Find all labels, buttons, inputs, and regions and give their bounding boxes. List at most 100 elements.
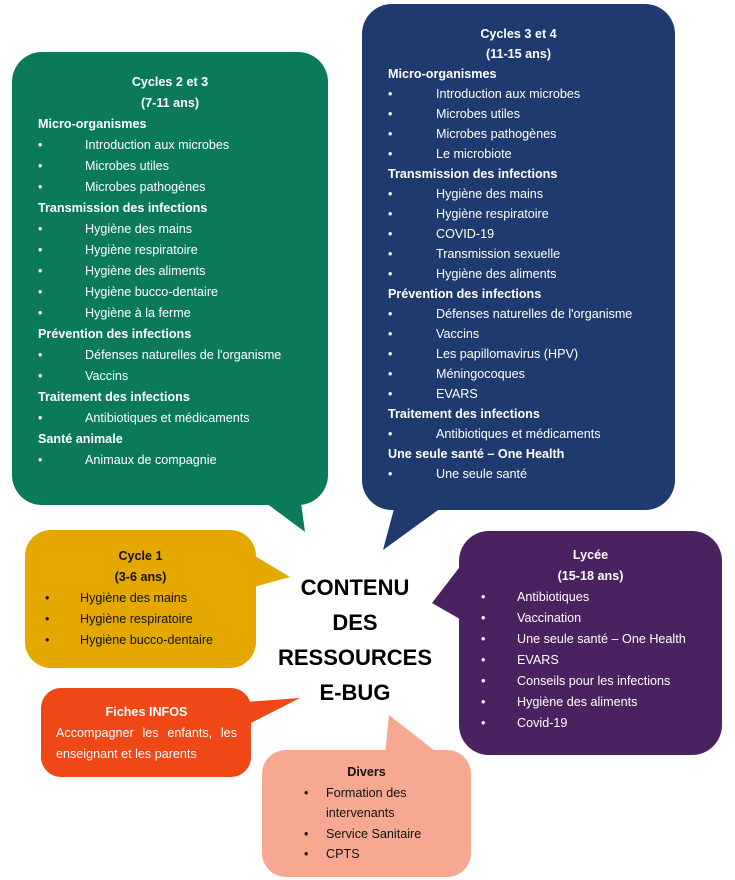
central-title: CONTENU DES RESSOURCES E-BUG: [270, 570, 440, 710]
list-item: •Vaccins: [38, 366, 328, 387]
center-line: CONTENU: [300, 575, 410, 600]
list-item: •Hygiène des aliments: [38, 261, 328, 282]
yellow-tail: [250, 553, 290, 588]
bullet-icon: •: [481, 674, 486, 688]
section-heading: Traitement des infections: [388, 407, 540, 421]
list-item: • EVARS: [481, 650, 722, 671]
list-item: • Antibiotiques: [481, 587, 722, 608]
list-item: •Microbes pathogènes: [388, 124, 675, 144]
bubble-title: Divers: [262, 762, 471, 783]
list-item: •Les papillomavirus (HPV): [388, 344, 675, 364]
section-heading: Micro-organismes: [38, 117, 147, 131]
list-item-text: Une seule santé: [436, 467, 528, 481]
list-item-text: Hygiène des mains: [80, 591, 188, 605]
bullet-icon: •: [38, 138, 43, 152]
list-item-text: Transmission sexuelle: [436, 247, 561, 261]
list-item: •Animaux de compagnie: [38, 450, 328, 471]
bullet-icon: •: [388, 387, 393, 401]
bullet-icon: •: [38, 369, 43, 383]
list-item: •Hygiène des aliments: [388, 264, 675, 284]
list-item-text: Microbes utiles: [85, 159, 169, 173]
center-line: DES: [332, 610, 378, 635]
list-item-text: Vaccins: [436, 327, 480, 341]
list-item: •Vaccins: [388, 324, 675, 344]
list-item-text: Hygiène des mains: [85, 222, 193, 236]
bullet-icon: •: [388, 267, 393, 281]
list-item: •Service Sanitaire: [304, 824, 471, 844]
section-heading: Transmission des infections: [388, 167, 558, 181]
list-item: •Hygiène respiratoire: [45, 609, 256, 630]
list-item-text: Méningocoques: [436, 367, 525, 381]
bullet-icon: •: [388, 427, 393, 441]
bullet-icon: •: [481, 653, 486, 667]
list-item: •Vaccination: [481, 608, 722, 629]
bullet-icon: •: [38, 159, 43, 173]
bullet-icon: •: [388, 147, 393, 161]
list-item: • Microbes utiles: [38, 156, 328, 177]
list-item-text: Microbes utiles: [436, 107, 520, 121]
list-item-text: Antibiotiques: [517, 590, 590, 604]
bullet-icon: •: [388, 207, 393, 221]
bullet-icon: •: [38, 411, 43, 425]
bullet-icon: •: [38, 243, 43, 257]
list-item-text: Microbes pathogènes: [85, 180, 206, 194]
bullet-icon: •: [45, 591, 50, 605]
navy-tail: [383, 505, 445, 550]
bullet-icon: •: [45, 612, 50, 626]
bubble-title: Cycle 1(3-6 ans): [25, 546, 256, 588]
bullet-icon: •: [481, 590, 486, 604]
list-item-text: Les papillomavirus (HPV): [436, 347, 579, 361]
list-item: •Défenses naturelles de l'organisme: [38, 345, 328, 366]
title-line: (11-15 ans): [485, 47, 552, 61]
list-item: • Microbes pathogènes: [38, 177, 328, 198]
list-item-text: Hygiène respiratoire: [436, 207, 549, 221]
fiches-infos-bubble: Fiches INFOS Accompagner les enfants, le…: [41, 688, 251, 777]
list-item: • Formation des intervenants: [304, 783, 471, 824]
list-item-text: Antibiotiques et médicaments: [436, 427, 601, 441]
cycles-3-4-bubble: Cycles 3 et 4(11-15 ans)Micro-organismes…: [362, 4, 675, 510]
section-heading: Transmission des infections: [38, 201, 208, 215]
bullet-icon: •: [38, 180, 43, 194]
list-item: •Conseils pour les infections: [481, 671, 722, 692]
list-item-text: Formation des intervenants: [326, 786, 407, 820]
list-item: • Le microbiote: [388, 144, 675, 164]
bubble-title: Lycée(15-18 ans): [459, 545, 722, 587]
bullet-icon: •: [304, 786, 309, 800]
bubble-title: Cycles 2 et 3 (7-11 ans): [12, 72, 328, 114]
section-heading: Prévention des infections: [38, 327, 192, 341]
salmon-tail: [385, 715, 440, 755]
title-line: (7-11 ans): [140, 96, 200, 110]
title-line: Cycles 2 et 3: [131, 75, 209, 89]
bullet-icon: •: [388, 87, 393, 101]
list-item: • Antibiotiques et médicaments: [38, 408, 328, 429]
list-item: •Introduction aux microbes: [388, 84, 675, 104]
list-item-text: Antibiotiques et médicaments: [85, 411, 250, 425]
list-item: • Antibiotiques et médicaments: [388, 424, 675, 444]
list-item-text: Hygiène des mains: [436, 187, 544, 201]
bullet-icon: •: [481, 695, 486, 709]
bullet-icon: •: [38, 285, 43, 299]
list-item: • Hygiène bucco-dentaire: [38, 282, 328, 303]
lycee-bubble: Lycée(15-18 ans)•Antibiotiques•Vaccinati…: [459, 531, 722, 755]
bullet-icon: •: [304, 847, 309, 861]
list-item: •Microbes utiles: [388, 104, 675, 124]
section-heading: Traitement des infections: [38, 390, 190, 404]
section-heading: Micro-organismes: [388, 67, 497, 81]
list-item: •Hygiène à la ferme: [38, 303, 328, 324]
center-line: RESSOURCES: [277, 645, 433, 670]
bullet-icon: •: [388, 307, 393, 321]
list-item: • Hygiène des mains: [45, 588, 256, 609]
list-item-text: Le microbiote: [436, 147, 512, 161]
list-item-text: EVARS: [517, 653, 559, 667]
bullet-icon: •: [388, 227, 393, 241]
list-item-text: Hygiène à la ferme: [85, 306, 191, 320]
list-item: •EVARS: [388, 384, 675, 404]
bullet-icon: •: [45, 633, 50, 647]
list-item-text: Hygiène bucco-dentaire: [85, 285, 219, 299]
list-item-text: Défenses naturelles de l'organisme: [85, 348, 282, 362]
list-item-text: Vaccination: [517, 611, 582, 625]
section-heading: Une seule santé – One Health: [388, 447, 565, 461]
bullet-icon: •: [481, 716, 486, 730]
list-item: •Hygiène des mains: [388, 184, 675, 204]
